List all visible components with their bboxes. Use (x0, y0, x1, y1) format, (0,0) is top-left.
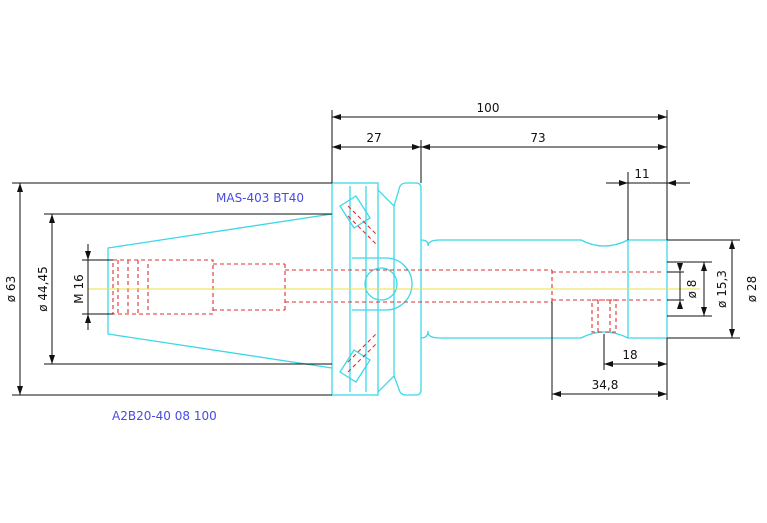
dim-dia-15: ø 15,3 (715, 270, 729, 308)
slot-bore (364, 267, 398, 301)
dim-screw-offset: 18 (622, 348, 637, 362)
dim-dia-44: ø 44,45 (36, 266, 50, 312)
holder-spec-label: MAS-403 BT40 (216, 191, 304, 205)
dim-overall-length: 100 (477, 101, 500, 115)
dimension-arrows (17, 114, 735, 397)
dimension-lines (12, 110, 740, 400)
set-screw (591, 299, 617, 333)
drive-slot (352, 257, 413, 311)
dim-dia-28: ø 28 (745, 276, 759, 302)
dim-shank-length: 73 (530, 131, 545, 145)
v-groove (377, 189, 395, 393)
dim-thread: M 16 (72, 274, 86, 303)
part-code-label: A2B20-40 08 100 (112, 409, 217, 423)
hidden-features (112, 205, 662, 373)
upper-screw (339, 195, 371, 229)
dim-bore-depth: 34,8 (592, 378, 619, 392)
dim-dia-8: ø 8 (685, 280, 699, 299)
dim-dia-63: ø 63 (4, 276, 18, 302)
dim-nose-length: 11 (634, 167, 649, 181)
lower-screw (339, 349, 371, 383)
dim-flange-length: 27 (366, 131, 381, 145)
thread-bore (112, 259, 214, 315)
taper-cone (107, 213, 333, 369)
